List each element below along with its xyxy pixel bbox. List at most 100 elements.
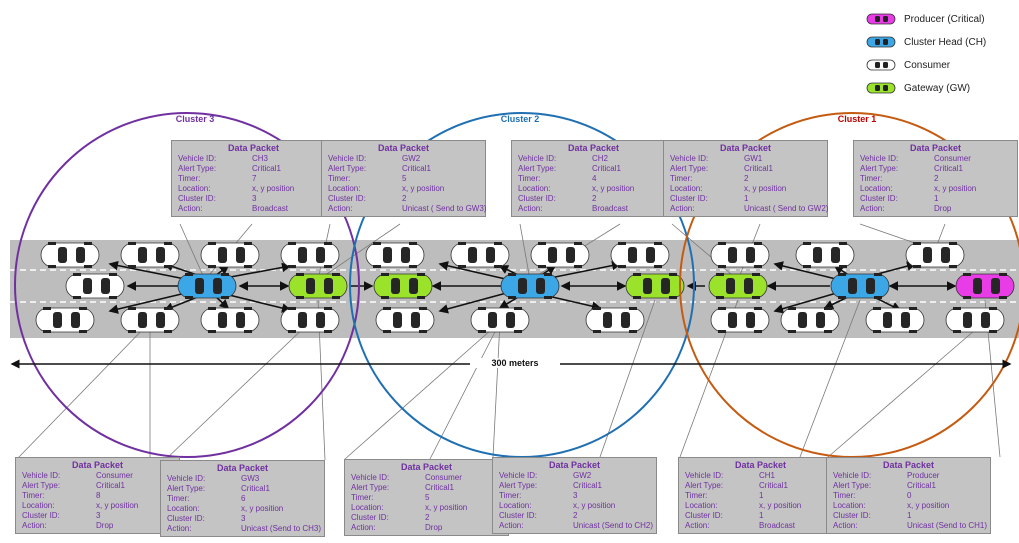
packet-field-key: Timer: [328, 174, 351, 183]
cluster-1-label: Cluster 1 [837, 114, 877, 124]
consumer-car [365, 242, 425, 268]
packet-field-key: Timer: [685, 491, 708, 500]
packet-field-value: x, y position [907, 501, 950, 510]
packet-field: Timer:2 [860, 174, 1011, 184]
callout-line [799, 299, 861, 458]
packet-field: Location: x, y position [860, 184, 1011, 194]
consumer-car [530, 242, 590, 268]
packet-field-value: CH1 [759, 471, 776, 480]
consumer-car [375, 307, 435, 333]
packet-field-key: Cluster ID: [518, 194, 556, 203]
message-arrow [224, 262, 292, 279]
packet-field-value: 2 [573, 511, 578, 520]
packet-field-value: 3 [252, 194, 257, 203]
packet-field-key: Alert Type: [685, 481, 724, 490]
packet-field-value: Drop [96, 521, 114, 530]
packet-field: Timer:5 [351, 493, 502, 503]
packet-field-value: 1 [907, 511, 912, 520]
packet-field: Action:Broadcast [178, 204, 329, 214]
packet-field-key: Location: [860, 184, 893, 193]
packet-field-key: Vehicle ID: [22, 471, 61, 480]
packet-field-key: Location: [685, 501, 718, 510]
vehicles [35, 242, 1015, 333]
packet-title: Data Packet [734, 460, 787, 470]
packet-field: Location:x, y position [22, 501, 173, 511]
packet-field-key: Location: [167, 504, 200, 513]
gateway-car [625, 273, 685, 299]
packet-field-key: Vehicle ID: [167, 474, 206, 483]
packet-field-key: Timer: [167, 494, 190, 503]
packet-field: Timer:1 [685, 491, 836, 501]
packet-field: Action:Drop [351, 523, 502, 533]
packet-field: Location:x, y position [499, 501, 650, 511]
packet-field-key: Location: [351, 503, 384, 512]
callout-line [179, 223, 206, 281]
packet-field-key: Alert Type: [518, 164, 557, 173]
consumer-car [35, 307, 95, 333]
packet-field-key: Cluster ID: [685, 511, 723, 520]
packet-field-key: Timer: [22, 491, 45, 500]
packet-field: Alert Type:Critical1 [670, 164, 821, 174]
packet-field: Action:Unicast ( Send to GW2) [670, 204, 828, 214]
message-arrow [438, 261, 511, 281]
packet-field: Timer: 6 [167, 494, 318, 504]
legend-item-producer: Producer (Critical) [866, 10, 1016, 28]
packet-field-value: Unicast ( Send to GW3) [402, 204, 487, 213]
message-arrow [224, 293, 292, 313]
packet-field: Alert Type:Critical1 [167, 484, 318, 494]
packet-field-value: x, y position [402, 184, 445, 193]
callout-line [317, 223, 401, 281]
callout-line [429, 321, 501, 460]
packet-field: Location:x, y position [351, 503, 502, 513]
packet-field: Vehicle ID:Consumer [22, 471, 173, 481]
packet-field: Vehicle ID:GW1 [670, 154, 821, 164]
producer-car [955, 273, 1015, 299]
consumer-car [65, 273, 125, 299]
packet-field-key: Action: [178, 204, 203, 213]
message-arrow [438, 291, 511, 314]
packet-field-value: 1 [759, 511, 764, 520]
packet-field: Cluster ID:3 [178, 194, 329, 204]
message-arrow [547, 295, 602, 311]
packet-title: Data Packet [882, 460, 935, 470]
packet-title: Data Packet [548, 460, 601, 470]
packet-field: Location:x, y position [518, 184, 669, 194]
packet-field: Vehicle ID:Consumer [860, 154, 1011, 164]
consumer-car-icon [866, 59, 896, 71]
legend-item-gateway: Gateway (GW) [866, 79, 1016, 97]
packet-title: Data Packet [400, 462, 453, 472]
packet-field: Location:x, y position [670, 184, 821, 194]
callout-line [827, 329, 976, 458]
packet-field-value: 5 [402, 174, 407, 183]
message-arrow [773, 291, 841, 314]
consumer-car [120, 307, 180, 333]
packet-field-value: Critical1 [402, 164, 431, 173]
packet-field: Alert Type:Critical1 [328, 164, 479, 174]
consumer-car [795, 242, 855, 268]
packet-field: Timer: 5 [328, 174, 479, 184]
consumer-car [945, 307, 1005, 333]
packet-field: Cluster ID:3 [22, 511, 173, 521]
packet-field-value: Broadcast [592, 204, 629, 213]
packet-field-key: Alert Type: [351, 483, 390, 492]
packet-field: Alert Type:Critical1 [22, 481, 173, 491]
packet-field-value: 4 [592, 174, 597, 183]
packet-field: Timer:7 [178, 174, 329, 184]
packet-field: Timer:8 [22, 491, 173, 501]
cluster-head-car [500, 273, 560, 299]
packet-field-key: Timer: [833, 491, 856, 500]
packet-field-value: CH2 [592, 154, 609, 163]
packet-field-key: Vehicle ID: [833, 471, 872, 480]
packet-field-value: x, y position [934, 184, 977, 193]
consumer-car [280, 307, 340, 333]
packet-field-value: 0 [907, 491, 912, 500]
packet-field-value: 6 [241, 494, 246, 503]
callout-line [599, 299, 656, 458]
packet-field: Vehicle ID:CH1 [685, 471, 836, 481]
